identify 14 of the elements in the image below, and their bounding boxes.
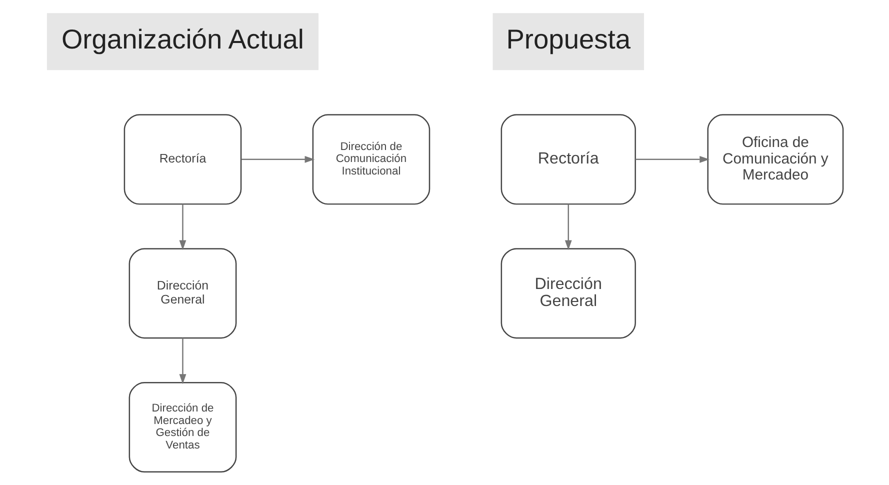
node-box: Dirección de Mercadeo y Gestión de Ventas [128, 382, 236, 473]
label: Propuesta [506, 24, 630, 55]
node-box: Dirección General [128, 248, 236, 339]
arrow [178, 338, 186, 384]
node-box: Oficina de Comunicación y Mercadeo [706, 114, 844, 205]
node-box: Dirección General [500, 248, 636, 339]
node-box: Rectoría [500, 114, 636, 205]
node-box: Rectoría [123, 114, 242, 205]
arrow [635, 156, 710, 163]
arrow [178, 204, 186, 250]
label: Organización Actual [60, 24, 304, 55]
arrow [564, 204, 572, 250]
node-box: Dirección de Comunicación Institucional [312, 114, 430, 205]
arrow [240, 156, 314, 163]
